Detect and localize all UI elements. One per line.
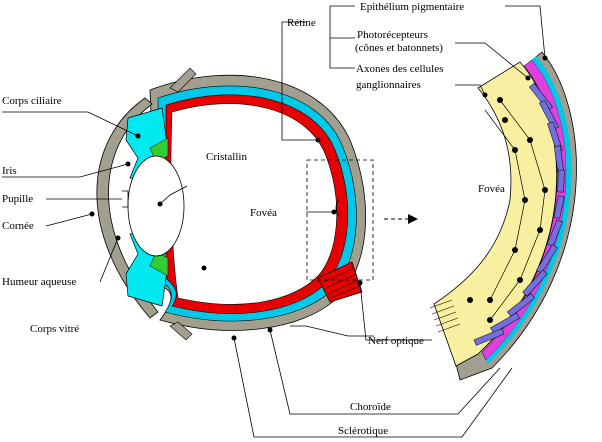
retina-zoom-neural — [433, 61, 557, 367]
label-humeur-aqueuse: Humeur aqueuse — [2, 276, 76, 288]
leader-lines — [2, 5, 548, 438]
label-retine: Rétine — [287, 17, 316, 29]
upper-eyelid-edge — [169, 67, 197, 93]
label-axones-line2: ganglionnaires — [356, 79, 421, 91]
label-fovea-zoom: Fovéa — [478, 183, 505, 195]
fovea-zoom-box — [306, 159, 374, 281]
optic-nerve — [317, 261, 363, 303]
fovea-dimple — [335, 199, 340, 217]
label-corps-vitre: Corps vitré — [30, 323, 79, 335]
label-nerf-optique: Nerf optique — [368, 335, 424, 347]
zonule-bottom — [149, 251, 169, 277]
label-photorecepteurs-line1: Photorécepteurs — [357, 29, 428, 41]
photoreceptors — [473, 82, 565, 346]
label-axones-line1: Axones des cellules — [356, 63, 443, 75]
retina-zoom — [429, 51, 577, 381]
label-sclerotique: Sclérotique — [338, 425, 388, 437]
label-choroide: Choroïde — [350, 401, 391, 413]
lower-eyelid-edge — [169, 321, 193, 341]
label-pupille: Pupille — [2, 193, 33, 205]
zoom-arrowhead — [408, 214, 418, 224]
label-fovea: Fovéa — [250, 207, 277, 219]
label-cristallin: Cristallin — [206, 151, 247, 163]
label-photorecepteurs-line2: (cônes et batonnets) — [355, 42, 443, 54]
label-iris: Iris — [2, 165, 17, 177]
axon-bundle — [429, 299, 461, 333]
cornea — [96, 97, 159, 319]
eye-globe — [96, 67, 367, 341]
lens — [127, 155, 185, 257]
labels: Rétine Epithélium pigmentaire Photorécep… — [2, 1, 505, 437]
vitreous-body — [170, 103, 338, 305]
retinal-neurons — [467, 97, 548, 323]
label-cornee: Cornée — [2, 220, 34, 232]
label-corps-ciliaire: Corps ciliaire — [2, 95, 62, 107]
label-epithelium: Epithélium pigmentaire — [360, 1, 464, 13]
